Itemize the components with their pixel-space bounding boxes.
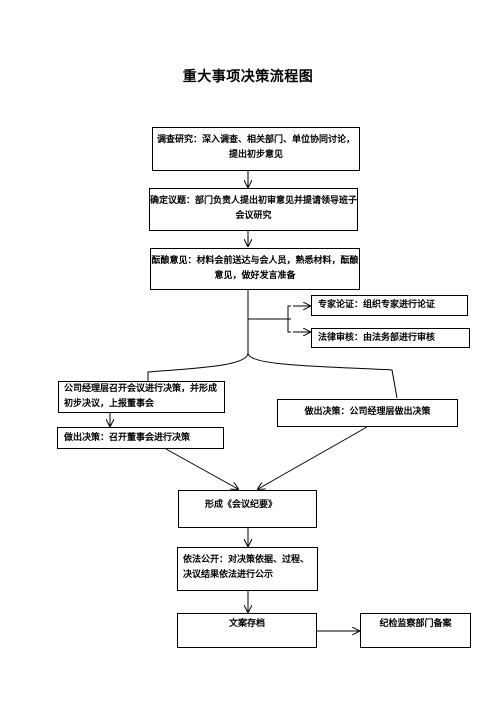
node-publicity: 依法公开：对决策依据、过程、决议结果依法进行公示 [177, 547, 318, 591]
node-expert: 专家论证：组织专家进行论证 [311, 295, 468, 316]
curve-right [247, 352, 398, 399]
arrow-board-minutes [165, 448, 238, 489]
node-deliberate: 酝酿意见：材料会前送达与会人员，熟悉材料，酝酿意见，做好发言准备 [150, 248, 360, 290]
node-research: 调查研究：深入调查、相关部门、单位协同讨论，提出初步意见 [152, 127, 360, 171]
curve-left [147, 352, 249, 381]
node-filing: 纪检监察部门备案 [360, 613, 471, 648]
arrow-manager-minutes [258, 426, 368, 489]
node-minutes: 形成《会议纪要》 [178, 490, 317, 528]
node-manager-decision: 做出决策：公司经理层做出决策 [277, 399, 458, 427]
bracket [287, 305, 291, 333]
node-archive: 文案存档 [177, 613, 317, 648]
node-legal: 法律审核：由法务部进行审核 [311, 328, 470, 348]
node-board-decision: 做出决策：召开董事会进行决策 [57, 427, 224, 449]
node-topic: 确定议题：部门负责人提出初审意见并提请领导班子会议研究 [149, 188, 358, 231]
page-title: 重大事项决策流程图 [182, 69, 314, 85]
node-manager-meeting: 公司经理层召开会议进行决策，并形成初步决议，上报董事会 [58, 381, 225, 413]
